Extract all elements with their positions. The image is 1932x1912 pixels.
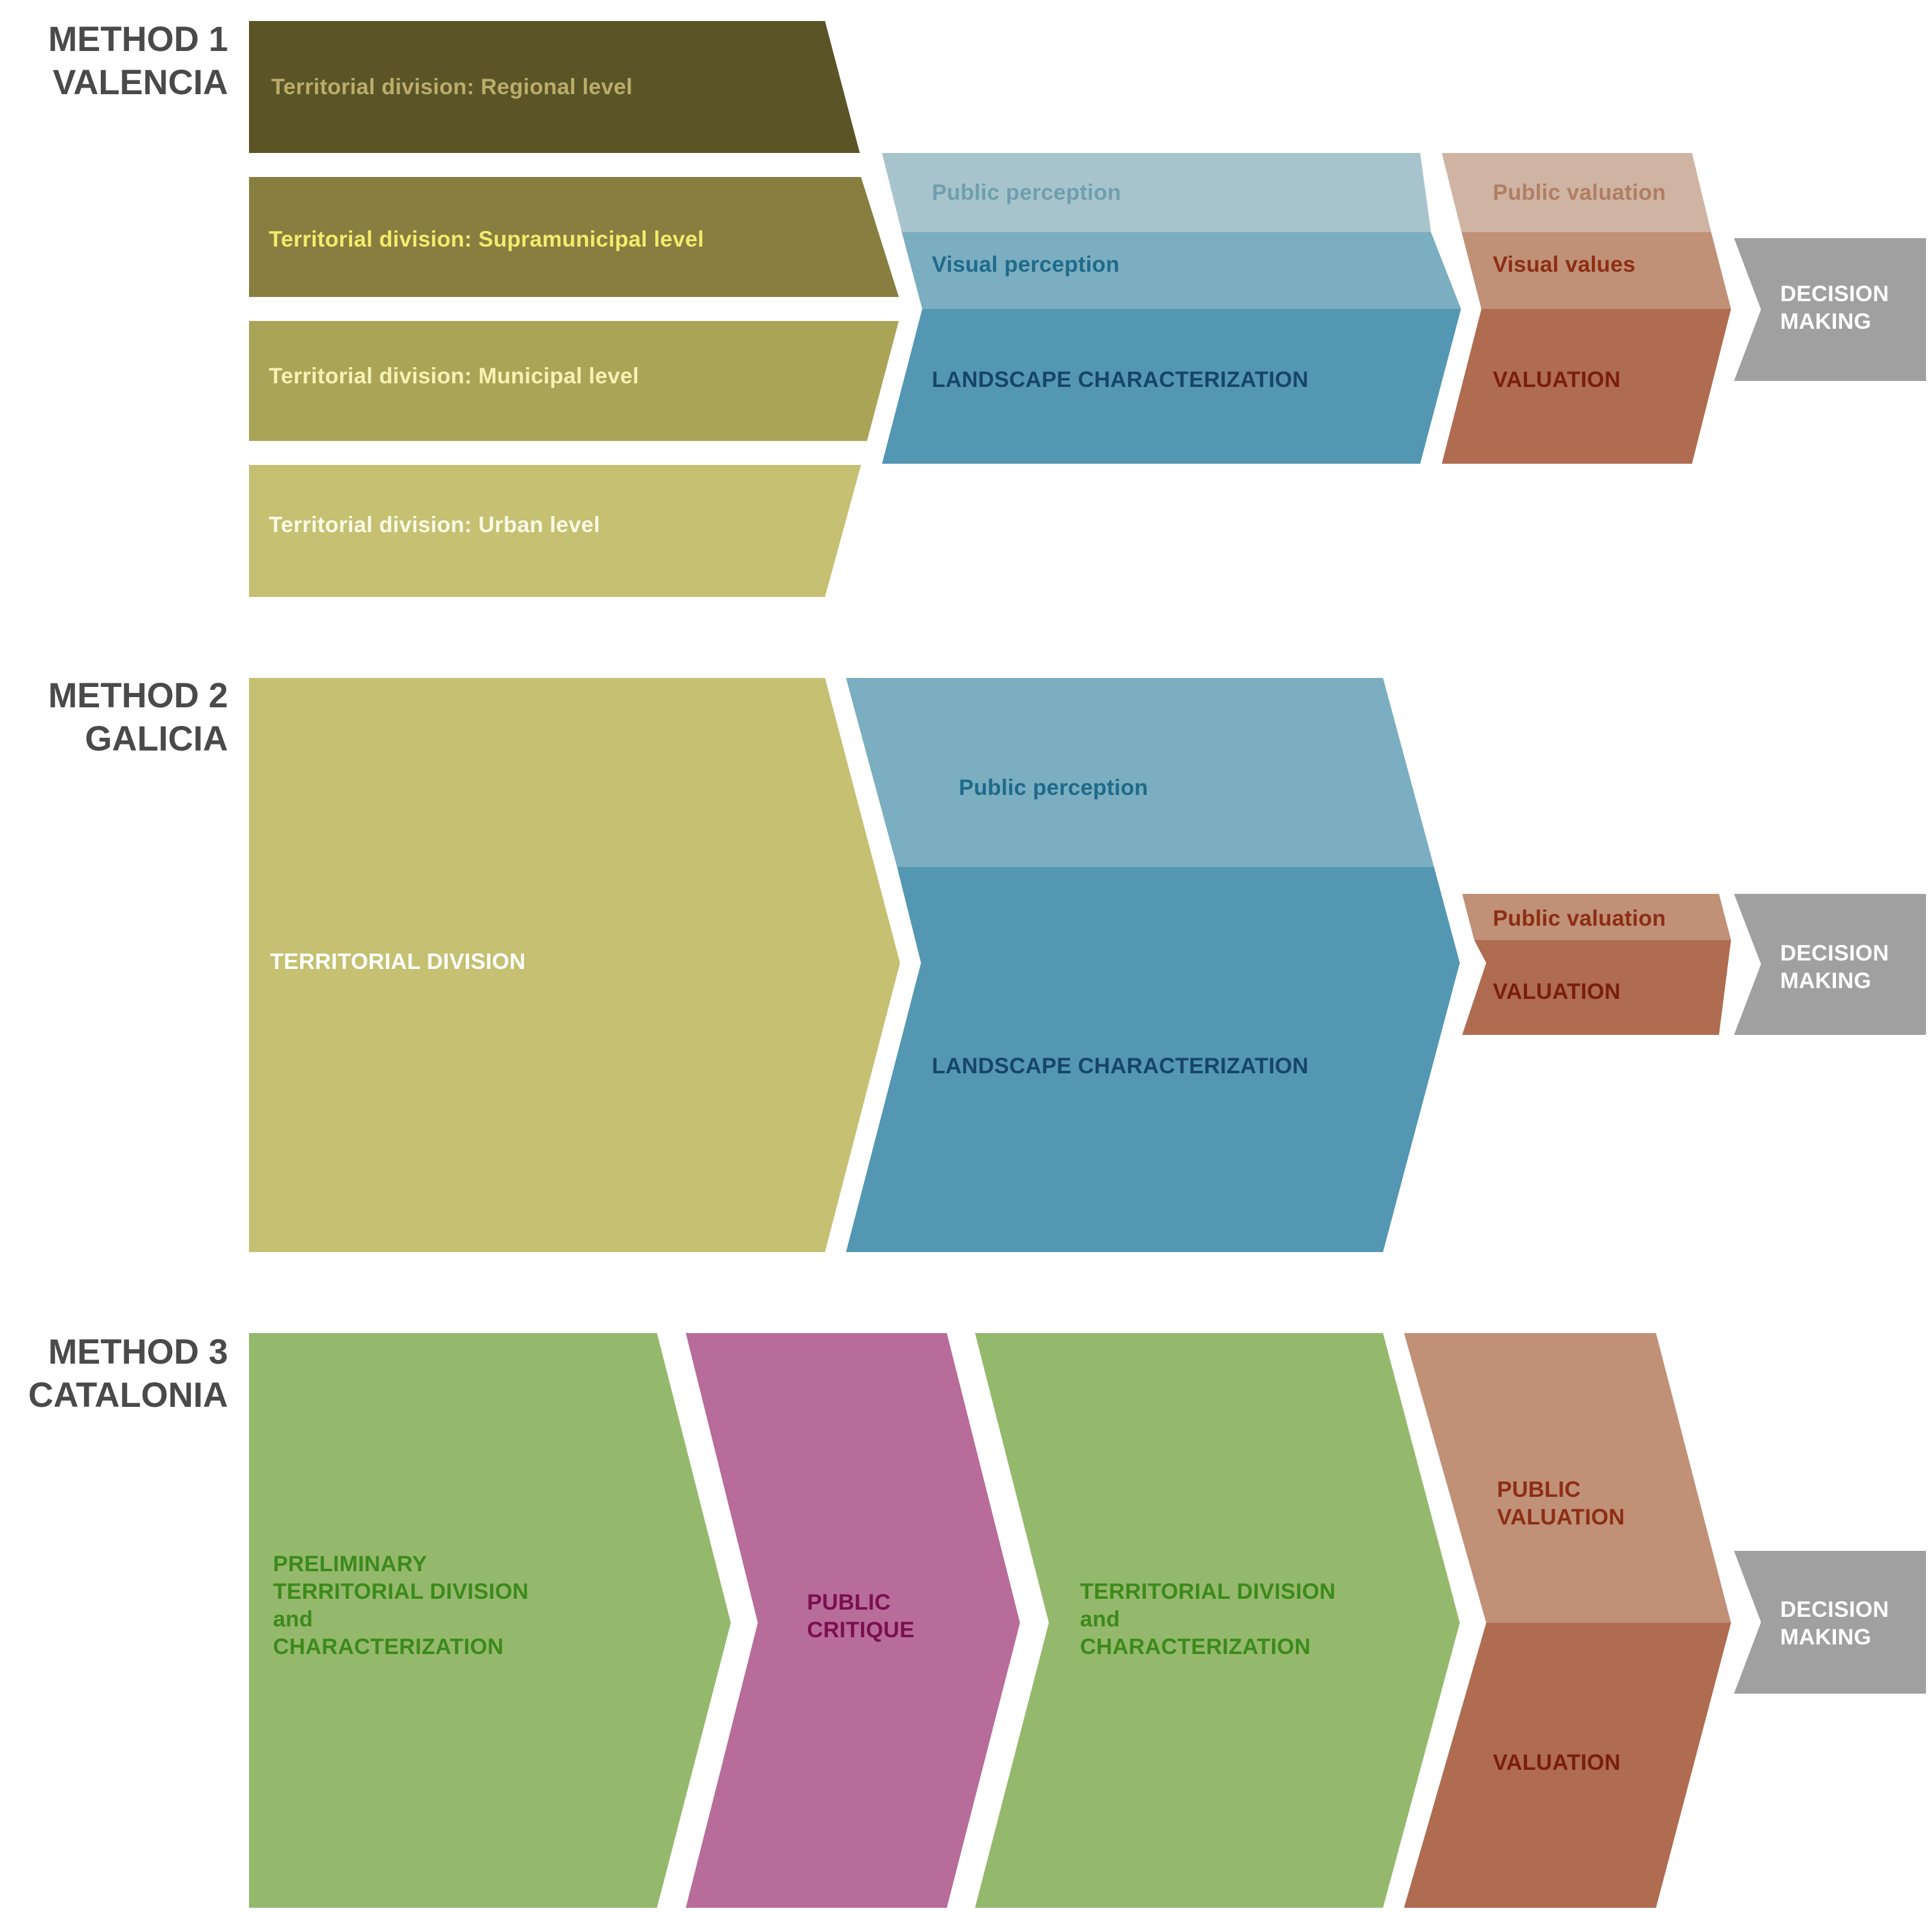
m2-valuation-band bbox=[1462, 940, 1731, 1035]
m3-method-label: METHOD 3 CATALONIA bbox=[28, 1331, 228, 1417]
m1-municipal-bar bbox=[249, 321, 899, 441]
m1-visual-perception-band bbox=[902, 232, 1461, 309]
m1-visual-values-band bbox=[1462, 232, 1731, 309]
m2-territorial-division-chevron bbox=[249, 678, 900, 1252]
m3-decision-making-box bbox=[1734, 1551, 1926, 1694]
m1-urban-bar bbox=[249, 465, 861, 597]
m2-public-perception-band bbox=[846, 678, 1434, 867]
m3-method-region: CATALONIA bbox=[28, 1376, 228, 1415]
m3-public-critique-chevron bbox=[686, 1333, 1020, 1908]
m1-method-label: METHOD 1 VALENCIA bbox=[48, 18, 228, 104]
m1-public-valuation-band bbox=[1442, 153, 1711, 232]
m3-method-number: METHOD 3 bbox=[48, 1332, 228, 1371]
m1-decision-making-box bbox=[1734, 238, 1926, 381]
m1-regional-bar bbox=[249, 21, 860, 153]
m3-public-valuation-band bbox=[1404, 1333, 1731, 1623]
m3-preliminary-chevron bbox=[249, 1333, 731, 1908]
m1-valuation-band bbox=[1442, 309, 1731, 464]
m1-public-perception-band bbox=[882, 153, 1431, 232]
m1-method-number: METHOD 1 bbox=[48, 20, 228, 59]
m2-method-region: GALICIA bbox=[85, 719, 228, 758]
m1-landscape-characterization-band bbox=[882, 309, 1461, 464]
m2-method-number: METHOD 2 bbox=[48, 676, 228, 715]
m2-landscape-characterization-band bbox=[846, 867, 1460, 1252]
m1-supramunicipal-bar bbox=[249, 177, 899, 297]
m3-territorial-characterization-chevron bbox=[975, 1333, 1460, 1908]
m2-public-valuation-band bbox=[1462, 894, 1731, 940]
m1-method-region: VALENCIA bbox=[52, 63, 228, 102]
m2-method-label: METHOD 2 GALICIA bbox=[48, 674, 228, 761]
m3-valuation-band bbox=[1404, 1623, 1731, 1908]
m2-decision-making-box bbox=[1734, 894, 1926, 1035]
